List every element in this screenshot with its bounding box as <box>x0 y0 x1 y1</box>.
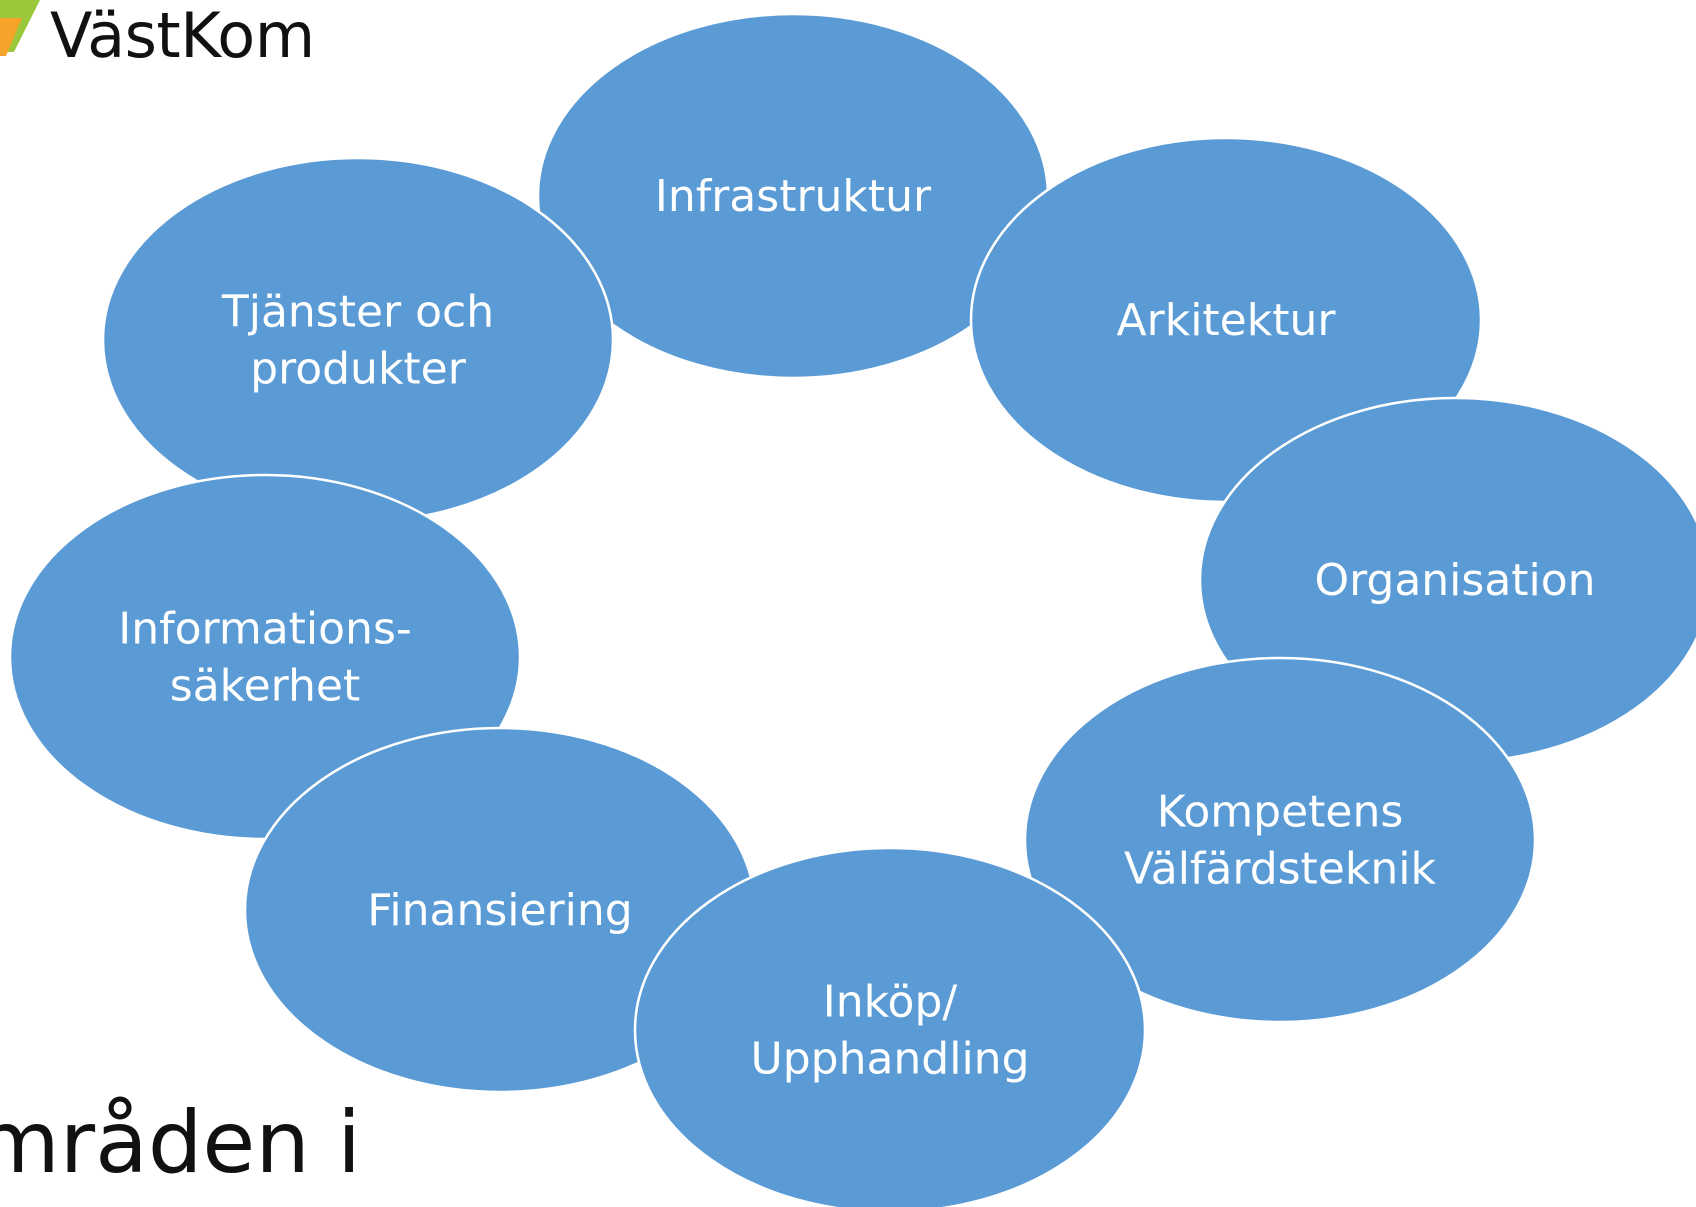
node-label-inkop-line-2: Upphandling <box>751 1034 1030 1085</box>
node-arkitektur: Arkitektur <box>969 136 1483 504</box>
node-tjanster: Tjänster och produkter <box>101 156 615 524</box>
node-infrastruktur: Infrastruktur <box>536 12 1050 380</box>
node-ellipse-kompetens <box>1023 656 1537 1024</box>
node-label-arkitektur-line-1: Arkitektur <box>1117 295 1337 346</box>
vastkom-logo: VästKom <box>0 0 360 80</box>
slide-title-partial: mråden i <box>0 1093 362 1193</box>
node-ellipse-tjanster <box>101 156 615 524</box>
node-label-tjanster-line-2: produkter <box>250 344 467 395</box>
logo-mark-icon <box>0 0 40 56</box>
node-label-organisation-line-1: Organisation <box>1314 555 1595 606</box>
node-finansiering: Finansiering <box>243 726 757 1094</box>
node-ellipse-inkop <box>633 846 1147 1207</box>
node-label-informationssakerhet-line-2: säkerhet <box>170 661 360 712</box>
node-label-infrastruktur-line-1: Infrastruktur <box>655 171 932 222</box>
node-label-inkop-line-1: Inköp/ <box>823 977 958 1028</box>
node-label-kompetens-line-1: Kompetens <box>1157 787 1404 838</box>
node-label-tjanster-line-1: Tjänster och <box>221 287 494 338</box>
node-label-kompetens-line-2: Välfärdsteknik <box>1124 844 1436 895</box>
node-label-informationssakerhet-line-1: Informations- <box>118 604 412 655</box>
logo-text: VästKom <box>50 0 315 72</box>
node-inkop: Inköp/Upphandling <box>633 846 1147 1207</box>
node-label-finansiering-line-1: Finansiering <box>367 885 632 936</box>
